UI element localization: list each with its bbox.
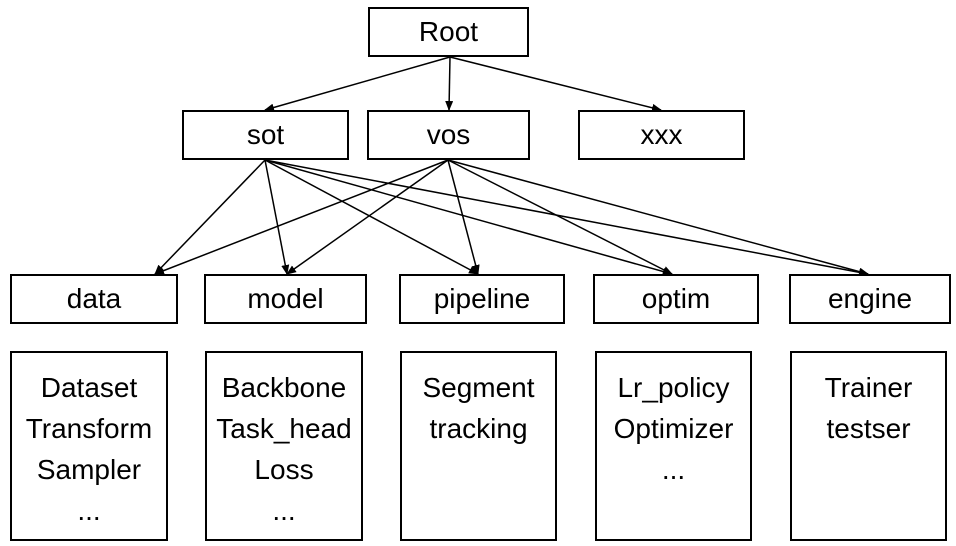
edge-sot-to-pipeline	[264, 159, 479, 275]
root-label: Root	[418, 16, 479, 47]
data-item: Dataset	[40, 372, 138, 403]
pipeline-item: Segment	[422, 372, 535, 403]
edge-sot-to-data	[154, 159, 266, 275]
model-node	[204, 274, 367, 324]
xxx-label: xxx	[640, 119, 683, 150]
model-item: Loss	[254, 454, 314, 485]
optim-item: Optimizer	[613, 413, 734, 444]
pipeline-detail-box: Segment tracking	[400, 351, 557, 541]
engine-item: testser	[826, 413, 911, 444]
edge-sot-to-model	[264, 159, 290, 275]
vos-label: vos	[426, 119, 471, 150]
data-node	[10, 274, 178, 324]
pipeline-item: tracking	[429, 413, 528, 444]
engine-node	[789, 274, 951, 324]
xxx-node	[578, 110, 745, 160]
data-detail-box: Dataset Transform Sampler ...	[10, 351, 168, 541]
edge-sot-to-engine	[264, 159, 869, 277]
data-item: Sampler	[36, 454, 142, 485]
vos-node	[367, 110, 530, 160]
data-item: ...	[77, 495, 101, 526]
edge-vos-to-data	[154, 159, 449, 275]
data-label: data	[66, 283, 122, 314]
engine-item: Trainer	[824, 372, 913, 403]
optim-item: ...	[661, 454, 686, 485]
edge-vos-to-pipeline	[447, 159, 480, 275]
data-item: Transform	[25, 413, 153, 444]
edge-sot-to-optim	[264, 159, 673, 276]
optim-label: optim	[641, 283, 711, 314]
edge-vos-to-optim	[447, 159, 673, 275]
edge-root-to-sot	[264, 56, 451, 112]
root-node	[368, 7, 529, 57]
pipeline-node	[399, 274, 565, 324]
pipeline-label: pipeline	[433, 283, 531, 314]
optim-detail-box: Lr_policy Optimizer ...	[595, 351, 752, 541]
model-item: Task_head	[216, 413, 352, 444]
sot-node	[182, 110, 349, 160]
engine-label: engine	[827, 283, 913, 314]
optim-node	[593, 274, 759, 324]
sot-label: sot	[246, 119, 285, 150]
edge-root-to-xxx	[449, 56, 662, 112]
edge-root-to-vos	[445, 56, 454, 111]
model-item: ...	[272, 495, 296, 526]
model-item: Backbone	[221, 372, 347, 403]
model-label: model	[247, 283, 324, 314]
edge-vos-to-model	[286, 159, 449, 275]
optim-item: Lr_policy	[617, 372, 730, 403]
engine-detail-box: Trainer testser	[790, 351, 947, 541]
model-detail-box: Backbone Task_head Loss ...	[205, 351, 363, 541]
edge-vos-to-engine	[447, 159, 869, 276]
